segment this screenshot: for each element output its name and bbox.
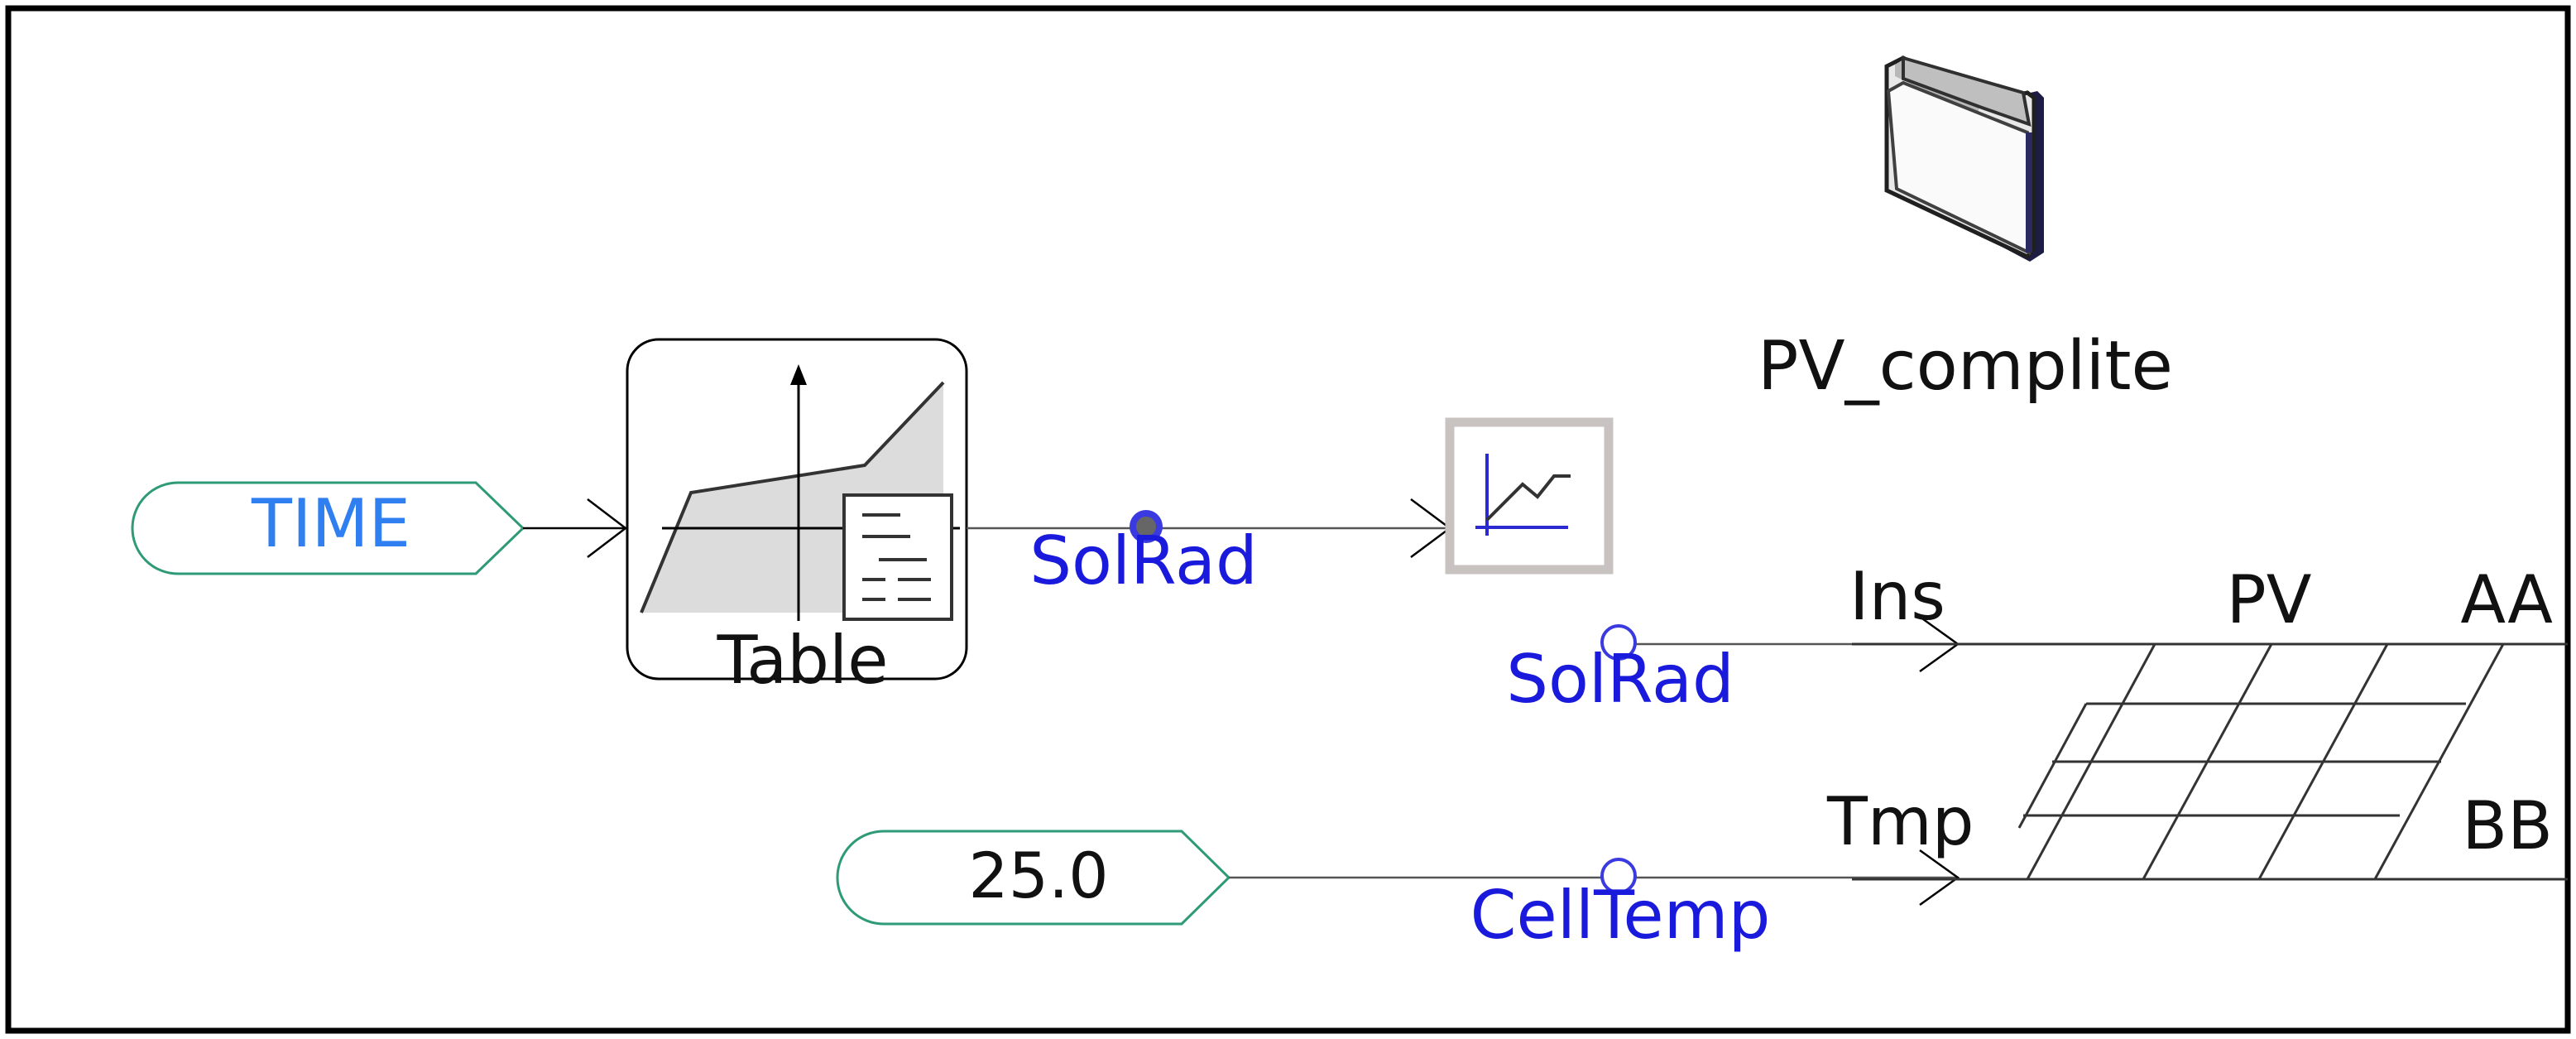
lookup-table-icon — [640, 364, 960, 621]
table-block[interactable]: Table — [626, 338, 968, 699]
pv-complite-module[interactable]: PV_complite — [1758, 55, 2173, 406]
graph-icon — [1475, 454, 1571, 536]
constant-source-block[interactable]: 25.0 — [836, 830, 1231, 926]
celltemp-input-node[interactable] — [1600, 858, 1637, 894]
pv-output-bb[interactable]: BB — [2462, 787, 2553, 864]
connector-solrad-to-graph[interactable] — [967, 498, 1452, 559]
constant-value: 25.0 — [968, 839, 1108, 912]
folder-icon — [1884, 55, 2044, 262]
solrad-input-node[interactable] — [1600, 624, 1637, 661]
graph-block[interactable] — [1445, 417, 1614, 575]
signal-label-celltemp: CellTemp — [1470, 877, 1771, 954]
signal-label-solrad-top: SolRad — [1029, 522, 1258, 599]
connector-time-to-table[interactable] — [523, 498, 628, 558]
table-label: Table — [717, 622, 889, 699]
pv-title: PV — [2227, 561, 2312, 638]
module-label: PV_complite — [1758, 327, 2173, 406]
pv-grid-icon — [2017, 643, 2505, 880]
pv-block[interactable]: PV Ins Tmp AA BB — [1826, 558, 2568, 881]
pv-input-ins: Ins — [1849, 558, 1945, 635]
pv-output-aa[interactable]: AA — [2460, 561, 2553, 638]
pv-input-tmp: Tmp — [1826, 783, 1974, 860]
signal-label-solrad-bottom: SolRad — [1506, 641, 1734, 718]
time-label: TIME — [251, 485, 410, 562]
connector-celltemp-to-pv-tmp[interactable] — [1229, 849, 1960, 907]
time-source-block[interactable]: TIME — [131, 481, 525, 575]
